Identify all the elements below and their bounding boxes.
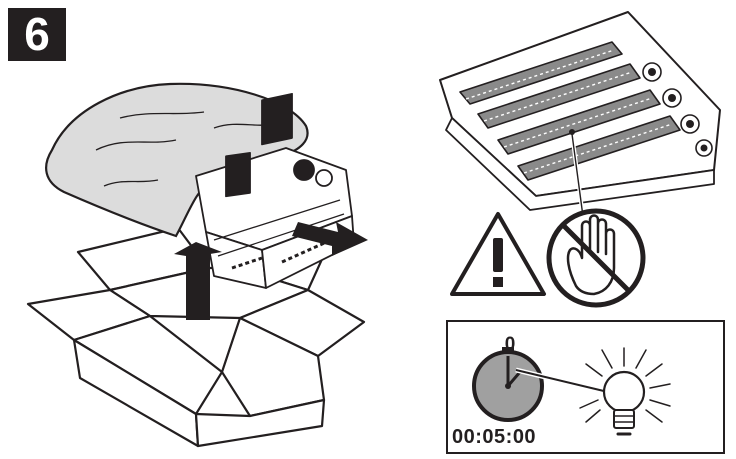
imaging-drum-unit [439, 11, 721, 225]
pull-out-arrow [292, 222, 368, 256]
no-touch-hand-icon [546, 208, 646, 308]
timer-panel [446, 320, 725, 454]
warning-triangle-icon [450, 212, 546, 296]
light-bulb-icon [579, 347, 671, 436]
timer-duration: 00:05:00 [452, 426, 537, 448]
timer-connector [515, 367, 609, 395]
stopwatch-icon [472, 347, 544, 422]
lift-up-arrow [174, 242, 222, 320]
timer-start-label: 0 [504, 334, 516, 355]
step-number-badge: 6 [8, 8, 66, 61]
imaging-unit-left [195, 93, 355, 289]
